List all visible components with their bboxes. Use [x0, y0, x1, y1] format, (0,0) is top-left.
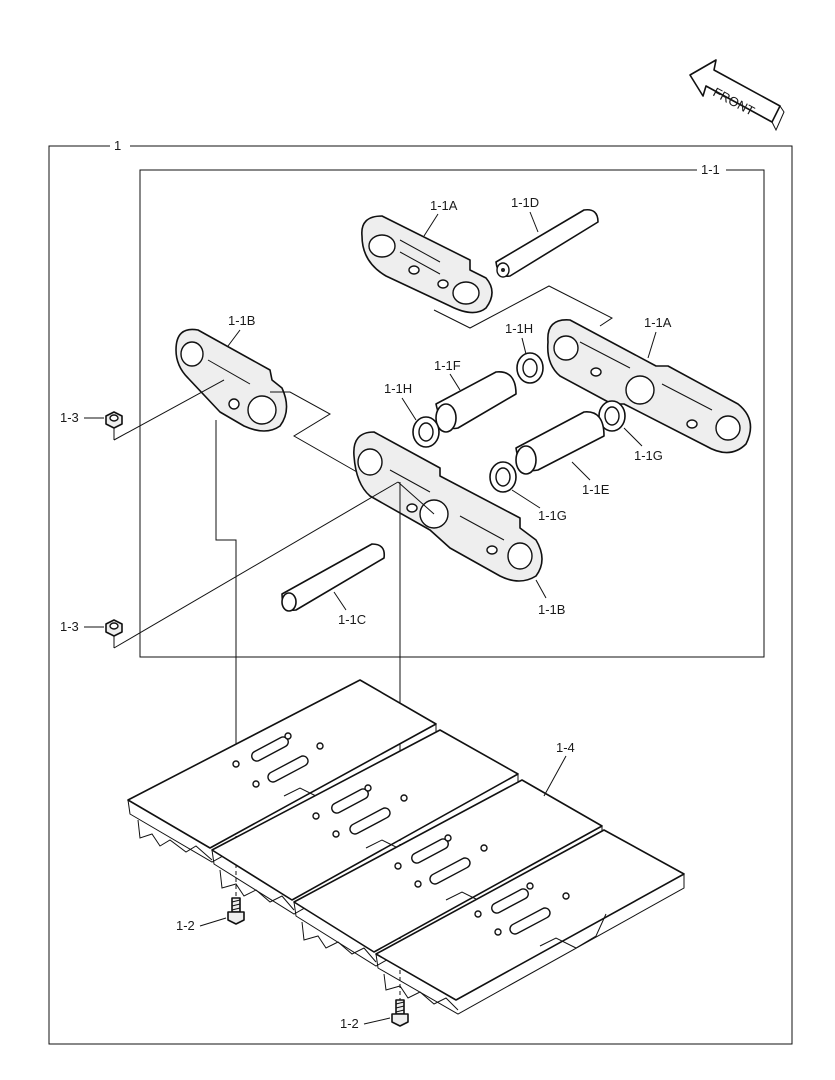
- label-bolt-upper: 1-2: [176, 918, 195, 933]
- track-shoe: [211, 729, 519, 915]
- label-link-b-bottom: 1-1B: [538, 602, 565, 617]
- label-link-a-top: 1-1A: [430, 198, 458, 213]
- hex-nut-icon: [105, 619, 123, 637]
- pin-d: [495, 208, 599, 278]
- outer-frame-label: 1: [114, 138, 121, 153]
- label-bushing-e: 1-1E: [582, 482, 610, 497]
- inner-frame-label: 1-1: [701, 162, 720, 177]
- pin-c: [281, 543, 386, 612]
- seal-h-top: [516, 352, 544, 384]
- label-seal-g-center: 1-1G: [538, 508, 567, 523]
- bushing-f: [435, 371, 517, 433]
- label-nut-upper: 1-3: [60, 410, 79, 425]
- label-shoe: 1-4: [556, 740, 575, 755]
- bushing-e: [515, 411, 605, 475]
- label-seal-h-top: 1-1H: [505, 321, 533, 336]
- inner-frame: 1-1: [139, 162, 765, 658]
- bolt-icon: [227, 897, 245, 925]
- track-shoe-group: [127, 679, 685, 1015]
- link-a-right: [546, 319, 752, 454]
- bolt-icon: [391, 999, 409, 1027]
- label-nut-lower: 1-3: [60, 619, 79, 634]
- seal-g-right: [598, 400, 626, 432]
- label-bolt-lower: 1-2: [340, 1016, 359, 1031]
- seal-g-center: [489, 461, 517, 493]
- link-b-left: [175, 328, 288, 432]
- label-seal-h-left: 1-1H: [384, 381, 412, 396]
- track-shoe: [293, 779, 603, 967]
- label-seal-g-right: 1-1G: [634, 448, 663, 463]
- link-a-top: [361, 215, 493, 314]
- label-bushing-f: 1-1F: [434, 358, 461, 373]
- outer-frame: 1: [48, 138, 793, 1045]
- front-arrow-icon: FRONT: [689, 59, 785, 132]
- track-shoe: [375, 829, 685, 1015]
- label-link-a-right: 1-1A: [644, 315, 672, 330]
- label-link-b-left: 1-1B: [228, 313, 255, 328]
- seal-h-left: [412, 416, 440, 448]
- label-pin-c: 1-1C: [338, 612, 366, 627]
- hex-nut-icon: [105, 411, 123, 429]
- label-pin-d: 1-1D: [511, 195, 539, 210]
